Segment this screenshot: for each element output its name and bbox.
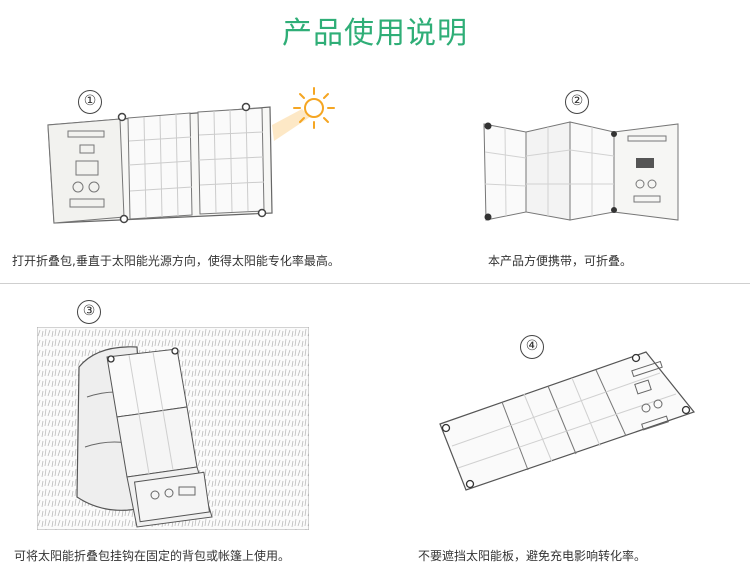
step-1-illustration: [40, 95, 340, 225]
solar-panel-1-grid: [127, 112, 193, 220]
step-1-number: ①: [78, 90, 102, 114]
step-3-illustration: [37, 327, 309, 530]
step-1-caption: 打开折叠包,垂直于太阳能光源方向，使得太阳能专化率最高。: [12, 254, 340, 268]
step-2-illustration: [478, 112, 684, 232]
step-4-illustration: [436, 348, 700, 498]
step-3-caption: 可将太阳能折叠包挂钩在固定的背包或帐篷上使用。: [14, 549, 291, 563]
sun-icon: [292, 86, 336, 130]
solar-panel-2-grid: [197, 107, 265, 215]
step-2-caption: 本产品方便携带，可折叠。: [488, 254, 633, 268]
section-divider: [0, 283, 750, 284]
step-3-number: ③: [77, 300, 101, 324]
step-2-number: ②: [565, 90, 589, 114]
step-4-caption: 不要遮挡太阳能板，避免充电影响转化率。: [418, 549, 647, 563]
step-4-number: ④: [520, 335, 544, 359]
page-title: 产品使用说明: [282, 16, 468, 51]
